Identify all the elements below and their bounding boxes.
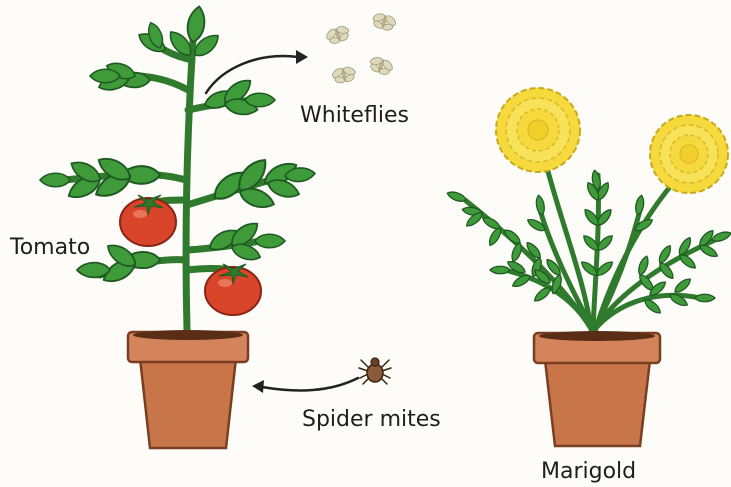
tomato-plant bbox=[40, 5, 315, 448]
whiteflies-cluster bbox=[323, 10, 399, 86]
spider-mites-label: Spider mites bbox=[302, 409, 441, 431]
whitefly-icon bbox=[330, 64, 359, 86]
marigold-flower-right bbox=[650, 115, 728, 193]
marigold-label: Marigold bbox=[541, 461, 636, 483]
tomato-pot bbox=[128, 330, 248, 448]
tomato-label: Tomato bbox=[10, 237, 90, 259]
whiteflies-label: Whiteflies bbox=[300, 105, 409, 127]
marigold-flower-left bbox=[496, 88, 580, 172]
spider-mites-arrow bbox=[252, 378, 358, 393]
whitefly-icon bbox=[366, 53, 396, 78]
whiteflies-arrow bbox=[206, 50, 308, 93]
marigold-plant bbox=[446, 88, 731, 446]
spider-mite-icon bbox=[359, 358, 391, 384]
whitefly-icon bbox=[369, 10, 399, 34]
marigold-pot bbox=[534, 331, 660, 446]
whitefly-icon bbox=[323, 22, 353, 47]
